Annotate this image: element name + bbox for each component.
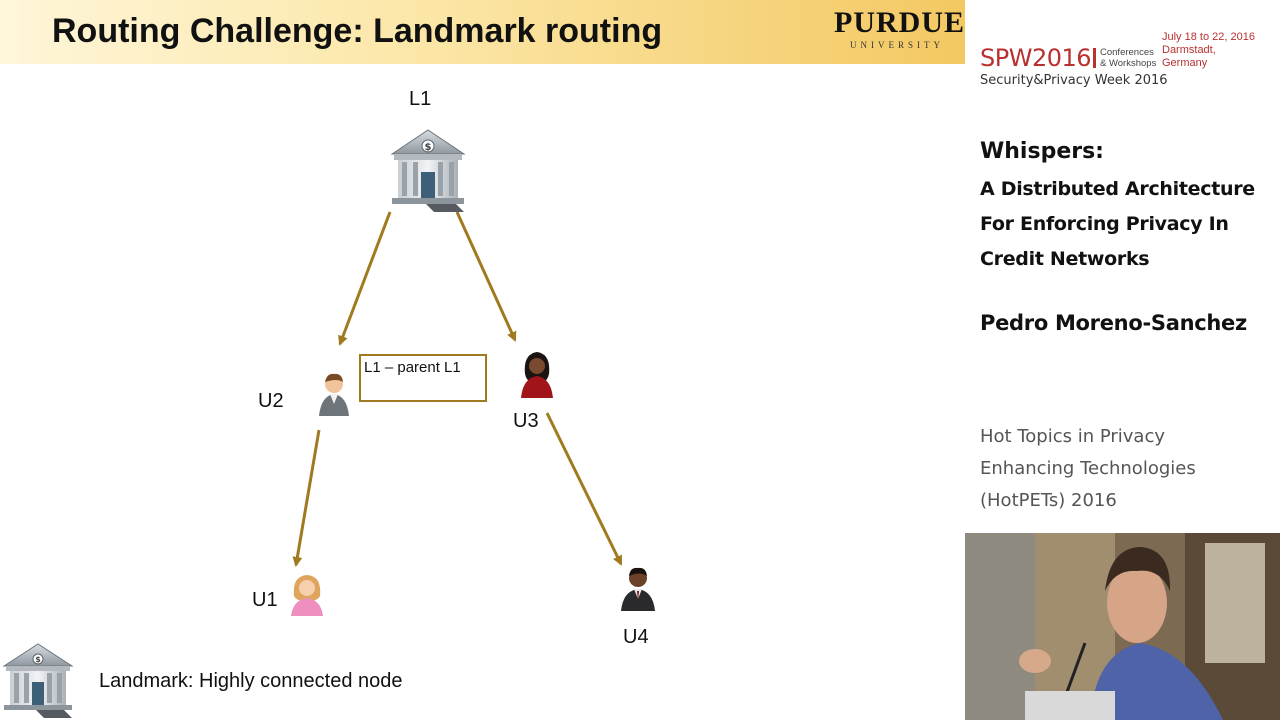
parent-annotation-text: L1 – parent L1 bbox=[364, 359, 461, 376]
slide-title: Routing Challenge: Landmark routing bbox=[52, 12, 663, 50]
purdue-logo-sub: UNIVERSITY bbox=[850, 40, 944, 50]
edge-u2-u1 bbox=[292, 429, 321, 567]
svg-text:$: $ bbox=[425, 142, 432, 153]
talk-subtitle-line3: Credit Networks bbox=[980, 248, 1150, 270]
conference-separator bbox=[1093, 48, 1096, 68]
legend-bank-building-icon: $ bbox=[2, 643, 74, 718]
venue-line3: (HotPETs) 2016 bbox=[980, 490, 1117, 511]
female-user-pink-icon bbox=[291, 575, 323, 616]
conference-dates-line1: July 18 to 22, 2016 bbox=[1162, 31, 1255, 43]
conference-type-line2: & Workshops bbox=[1100, 58, 1157, 69]
talk-subtitle-line1: A Distributed Architecture bbox=[980, 178, 1255, 200]
male-user-dark-icon bbox=[621, 567, 655, 611]
edge-l1-u3 bbox=[455, 211, 517, 342]
venue-line1: Hot Topics in Privacy bbox=[980, 426, 1166, 447]
routing-diagram: $ bbox=[2, 129, 655, 718]
node-label-u1: U1 bbox=[252, 589, 278, 611]
conference-dates-line2: Darmstadt, bbox=[1162, 44, 1216, 56]
venue-line2: Enhancing Technologies bbox=[980, 458, 1196, 479]
sidebar: SPW2016 Conferences & Workshops July 18 … bbox=[965, 0, 1280, 720]
speaker-name: Pedro Moreno-Sanchez bbox=[980, 311, 1247, 335]
purdue-logo-main: PURDUE bbox=[834, 6, 965, 39]
conference-name: SPW2016 bbox=[980, 44, 1092, 72]
node-label-u3: U3 bbox=[513, 410, 539, 432]
female-user-icon bbox=[521, 352, 553, 398]
node-label-l1: L1 bbox=[409, 88, 432, 110]
bank-building-icon: $ bbox=[390, 129, 466, 212]
edge-u3-u4 bbox=[545, 412, 623, 566]
conference-week: Security&Privacy Week 2016 bbox=[980, 73, 1168, 88]
conference-dates-line3: Germany bbox=[1162, 57, 1208, 69]
speaker-video bbox=[965, 533, 1280, 720]
talk-subtitle-line2: For Enforcing Privacy In bbox=[980, 213, 1229, 235]
parent-annotation-box: L1 – parent L1 bbox=[359, 354, 487, 402]
node-label-u4: U4 bbox=[623, 626, 649, 648]
conference-type-line1: Conferences bbox=[1100, 47, 1154, 58]
speaker-video-frame bbox=[965, 533, 1280, 720]
talk-title: Whispers: bbox=[980, 139, 1104, 164]
node-label-u2: U2 bbox=[258, 390, 284, 412]
male-user-icon bbox=[319, 373, 349, 416]
legend-text: Landmark: Highly connected node bbox=[99, 670, 403, 692]
conference-dates: July 18 to 22, 2016 Darmstadt, Germany bbox=[1162, 31, 1277, 70]
title-bar: Routing Challenge: Landmark routing PURD… bbox=[0, 0, 965, 64]
purdue-logo: PURDUE UNIVERSITY bbox=[834, 6, 965, 54]
conference-type: Conferences & Workshops bbox=[1100, 47, 1170, 69]
svg-text:$: $ bbox=[35, 655, 41, 664]
edge-l1-u2 bbox=[338, 211, 392, 346]
slide: Routing Challenge: Landmark routing PURD… bbox=[0, 0, 965, 720]
